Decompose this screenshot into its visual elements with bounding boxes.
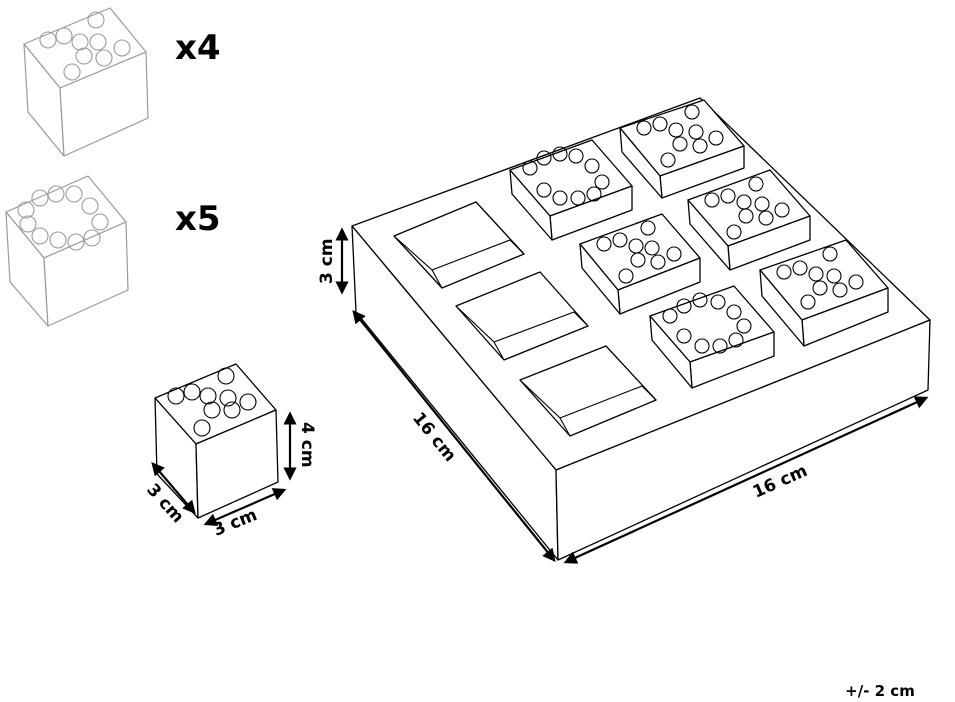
game-board: [351, 97, 931, 561]
x-piece-count: x4: [175, 28, 221, 68]
board-length-arrow: [352, 309, 556, 563]
o-piece-legend: [5, 175, 129, 327]
tolerance-note: +/- 2 cm: [845, 682, 915, 700]
x-piece-on-board: [579, 213, 701, 315]
measured-x-piece: [154, 363, 279, 519]
piece-height-label: 4 cm: [297, 422, 317, 468]
piece-depth-arrow: [151, 461, 196, 515]
o-pattern-circles: [17, 185, 109, 251]
x-piece-legend: [23, 7, 149, 157]
board-width-arrow: [563, 396, 929, 564]
o-piece-on-board: [649, 285, 775, 389]
x-piece-on-board: [687, 169, 811, 271]
x-pattern-circles: [167, 367, 257, 437]
piece-width-arrow: [203, 488, 287, 526]
empty-cell: [393, 201, 525, 289]
x-pattern-circles: [39, 11, 131, 81]
o-piece-on-board: [509, 139, 633, 241]
board-height-label: 3 cm: [317, 238, 337, 284]
o-piece-count: x5: [175, 199, 221, 239]
x-piece-on-board: [759, 239, 889, 347]
x-piece-on-board: [619, 99, 745, 199]
